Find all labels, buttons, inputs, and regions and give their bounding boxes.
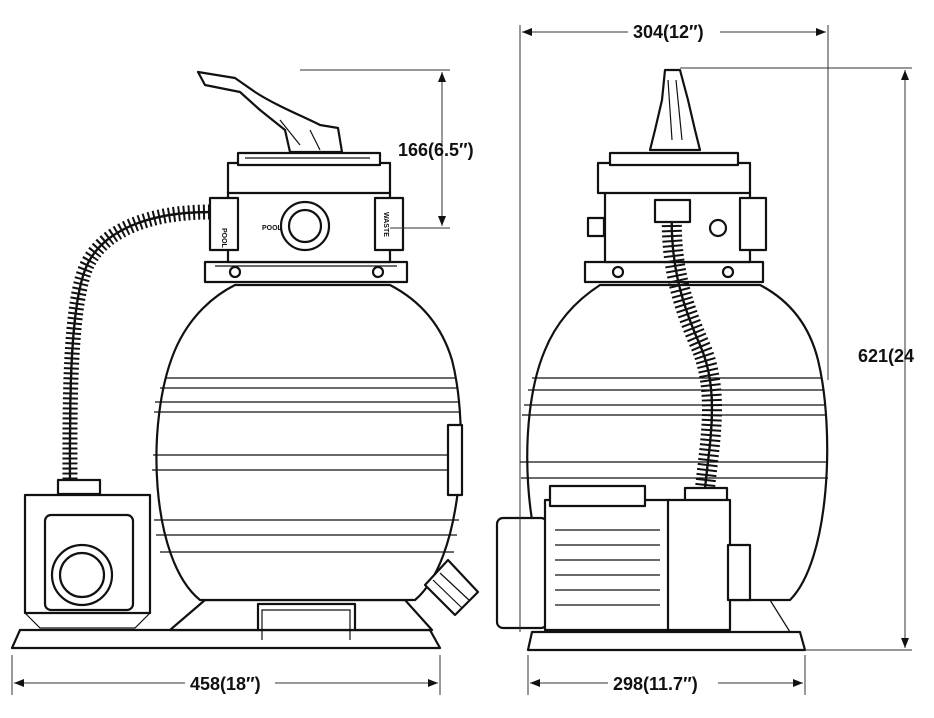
front-view: POOL POOL WASTE [10, 70, 480, 650]
side-pump-motor [495, 484, 752, 632]
dim-total-height: 621(24 [858, 346, 914, 366]
front-pump [23, 493, 152, 629]
front-base [10, 598, 442, 650]
front-hose [56, 204, 212, 496]
valve-label-center: POOL [262, 225, 283, 232]
valve-label-right: WASTE [382, 212, 389, 237]
dim-side-top-width: 304(12″) [633, 22, 704, 42]
side-valve [586, 151, 768, 264]
dim-side-base-width: 298(11.7″) [613, 674, 698, 694]
front-tank [152, 283, 464, 602]
front-valve: POOL POOL WASTE [208, 151, 405, 264]
valve-label-left: POOL [220, 228, 227, 249]
dim-valve-height: 166(6.5″) [398, 140, 474, 160]
dim-front-width: 458(18″) [190, 674, 261, 694]
side-view [495, 68, 829, 652]
front-clamp [203, 260, 409, 284]
side-hose [653, 198, 729, 504]
side-valve-handle [648, 68, 702, 152]
front-valve-handle [196, 70, 344, 154]
front-drain-plug [423, 558, 480, 617]
dimension-lines [11, 25, 912, 695]
side-base [526, 599, 807, 652]
